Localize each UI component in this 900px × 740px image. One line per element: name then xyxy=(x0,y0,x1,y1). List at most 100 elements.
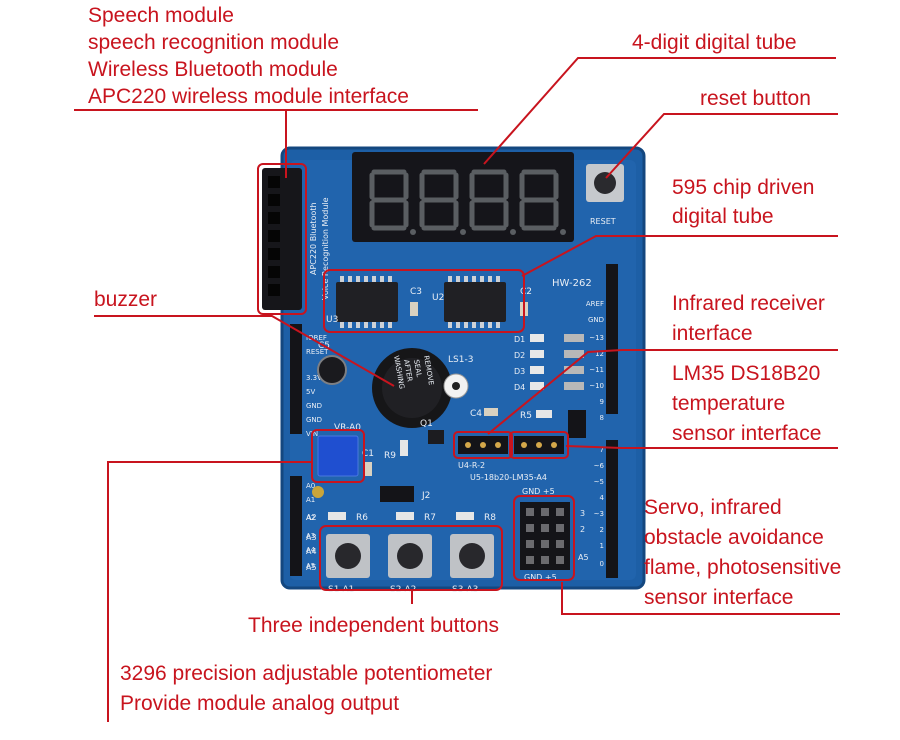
silk-u5: U5-18b20-LM35-A4 xyxy=(470,473,547,482)
label-servo-1: Servo, infrared xyxy=(644,496,782,519)
svg-text:A3: A3 xyxy=(306,532,315,540)
leader-servo xyxy=(561,582,840,615)
chip-u2 xyxy=(444,276,506,328)
label-temp-2: temperature xyxy=(672,392,786,415)
res-r9 xyxy=(400,440,408,456)
svg-text:~10: ~10 xyxy=(589,382,604,390)
label-digital-tube: 4-digit digital tube xyxy=(632,31,797,54)
leader-ir xyxy=(487,349,838,435)
label-three-buttons: Three independent buttons xyxy=(248,614,500,637)
label-speech-recognition: speech recognition module xyxy=(88,31,339,54)
led-array xyxy=(530,334,584,390)
silk-q1: Q1 xyxy=(420,419,433,429)
silk-u3: U3 xyxy=(326,315,338,325)
label-servo-3: flame, photosensitive xyxy=(644,556,842,579)
svg-text:IOREF: IOREF xyxy=(306,334,327,342)
label-reset-button: reset button xyxy=(700,87,811,110)
svg-text:3.3V: 3.3V xyxy=(306,374,322,382)
res-r5 xyxy=(536,410,552,418)
silk-gnd-top: GND +5 xyxy=(522,487,555,496)
svg-text:1: 1 xyxy=(600,542,604,550)
digital-tube xyxy=(352,152,574,242)
silk-ls1: LS1-3 xyxy=(448,355,473,365)
reset-silk: RESET xyxy=(590,217,616,226)
silk-right-2: 2 xyxy=(580,525,585,534)
svg-text:8: 8 xyxy=(600,414,604,422)
svg-text:GND: GND xyxy=(306,402,322,410)
svg-text:~5: ~5 xyxy=(594,478,604,486)
svg-text:~13: ~13 xyxy=(589,334,604,342)
silk-r8: R8 xyxy=(484,513,496,523)
left-header-top xyxy=(290,324,302,434)
label-infrared-2: interface xyxy=(672,322,753,345)
label-bluetooth: Wireless Bluetooth module xyxy=(88,58,338,81)
label-potentiometer-1: 3296 precision adjustable potentiometer xyxy=(120,662,493,685)
module-silk-2: Voice Recognition Module xyxy=(321,197,330,300)
board-model: HW-262 xyxy=(552,278,592,289)
box-ir-socket xyxy=(453,431,513,459)
silk-c1: C1 xyxy=(362,449,374,459)
silk-gnd-bottom: GND +5 xyxy=(524,573,557,582)
sensor-pin-header xyxy=(520,502,570,570)
res-r6 xyxy=(328,512,346,520)
leader-reset xyxy=(605,113,838,179)
label-potentiometer-2: Provide module analog output xyxy=(120,692,400,715)
silk-j2: J2 xyxy=(421,491,430,501)
label-infrared-1: Infrared receiver xyxy=(672,292,825,315)
pot-screw xyxy=(312,486,324,498)
res-r7 xyxy=(396,512,414,520)
svg-text:A0: A0 xyxy=(306,482,315,490)
svg-text:2: 2 xyxy=(600,526,604,534)
silk-r7: R7 xyxy=(424,513,436,523)
silk-c3: C3 xyxy=(410,287,422,297)
svg-text:GND: GND xyxy=(306,416,322,424)
led-d2: D2 xyxy=(514,351,525,360)
silk-r9: R9 xyxy=(384,451,396,461)
svg-text:~6: ~6 xyxy=(594,462,605,470)
socket-u4 xyxy=(458,436,508,454)
silk-right-a5: A5 xyxy=(578,553,589,562)
right-header-bottom xyxy=(606,440,618,578)
box-temp-socket xyxy=(509,431,569,459)
leader-pot xyxy=(107,461,312,722)
label-speech-module: Speech module xyxy=(88,4,234,27)
leader-comm xyxy=(74,109,478,178)
silk-r6: R6 xyxy=(356,513,368,523)
potentiometer-3296 xyxy=(317,435,359,477)
silk-vr: VR-A0 xyxy=(334,423,361,433)
svg-text:~11: ~11 xyxy=(589,366,604,374)
silk-a4: A4 xyxy=(306,547,317,556)
module-header xyxy=(262,168,302,310)
led-d1: D1 xyxy=(514,335,525,344)
tactile-buttons xyxy=(326,534,494,578)
cap-c1 xyxy=(364,462,372,476)
silk-c2: C2 xyxy=(520,287,532,297)
right-header-top xyxy=(606,264,618,414)
box-sensor-header xyxy=(513,495,575,581)
callout-lines xyxy=(74,57,840,722)
box-comm-header xyxy=(257,163,307,315)
reset-button-part xyxy=(586,164,624,202)
led-d3: D3 xyxy=(514,367,525,376)
svg-text:A1: A1 xyxy=(306,496,315,504)
svg-text:GND: GND xyxy=(588,316,604,324)
silk-u2: U2 xyxy=(432,293,444,303)
box-chips xyxy=(323,269,525,333)
transistor-q1 xyxy=(428,430,444,444)
led-d4: D4 xyxy=(514,383,525,392)
jumper-pins xyxy=(568,410,586,438)
svg-text:5V: 5V xyxy=(306,388,315,396)
leader-buzzer xyxy=(94,315,395,387)
socket-u5 xyxy=(514,436,564,454)
chip-u3 xyxy=(336,276,398,328)
svg-text:0: 0 xyxy=(600,560,604,568)
silk-right-3: 3 xyxy=(580,509,585,518)
module-silk-1: APC220 Bluetooth xyxy=(309,202,318,275)
res-r8 xyxy=(456,512,474,520)
silk-r5: R5 xyxy=(520,411,532,421)
svg-text:12: 12 xyxy=(595,350,604,358)
label-servo-2: obstacle avoidance xyxy=(644,526,824,549)
cap-c3 xyxy=(410,302,418,316)
label-temp-3: sensor interface xyxy=(672,422,822,445)
